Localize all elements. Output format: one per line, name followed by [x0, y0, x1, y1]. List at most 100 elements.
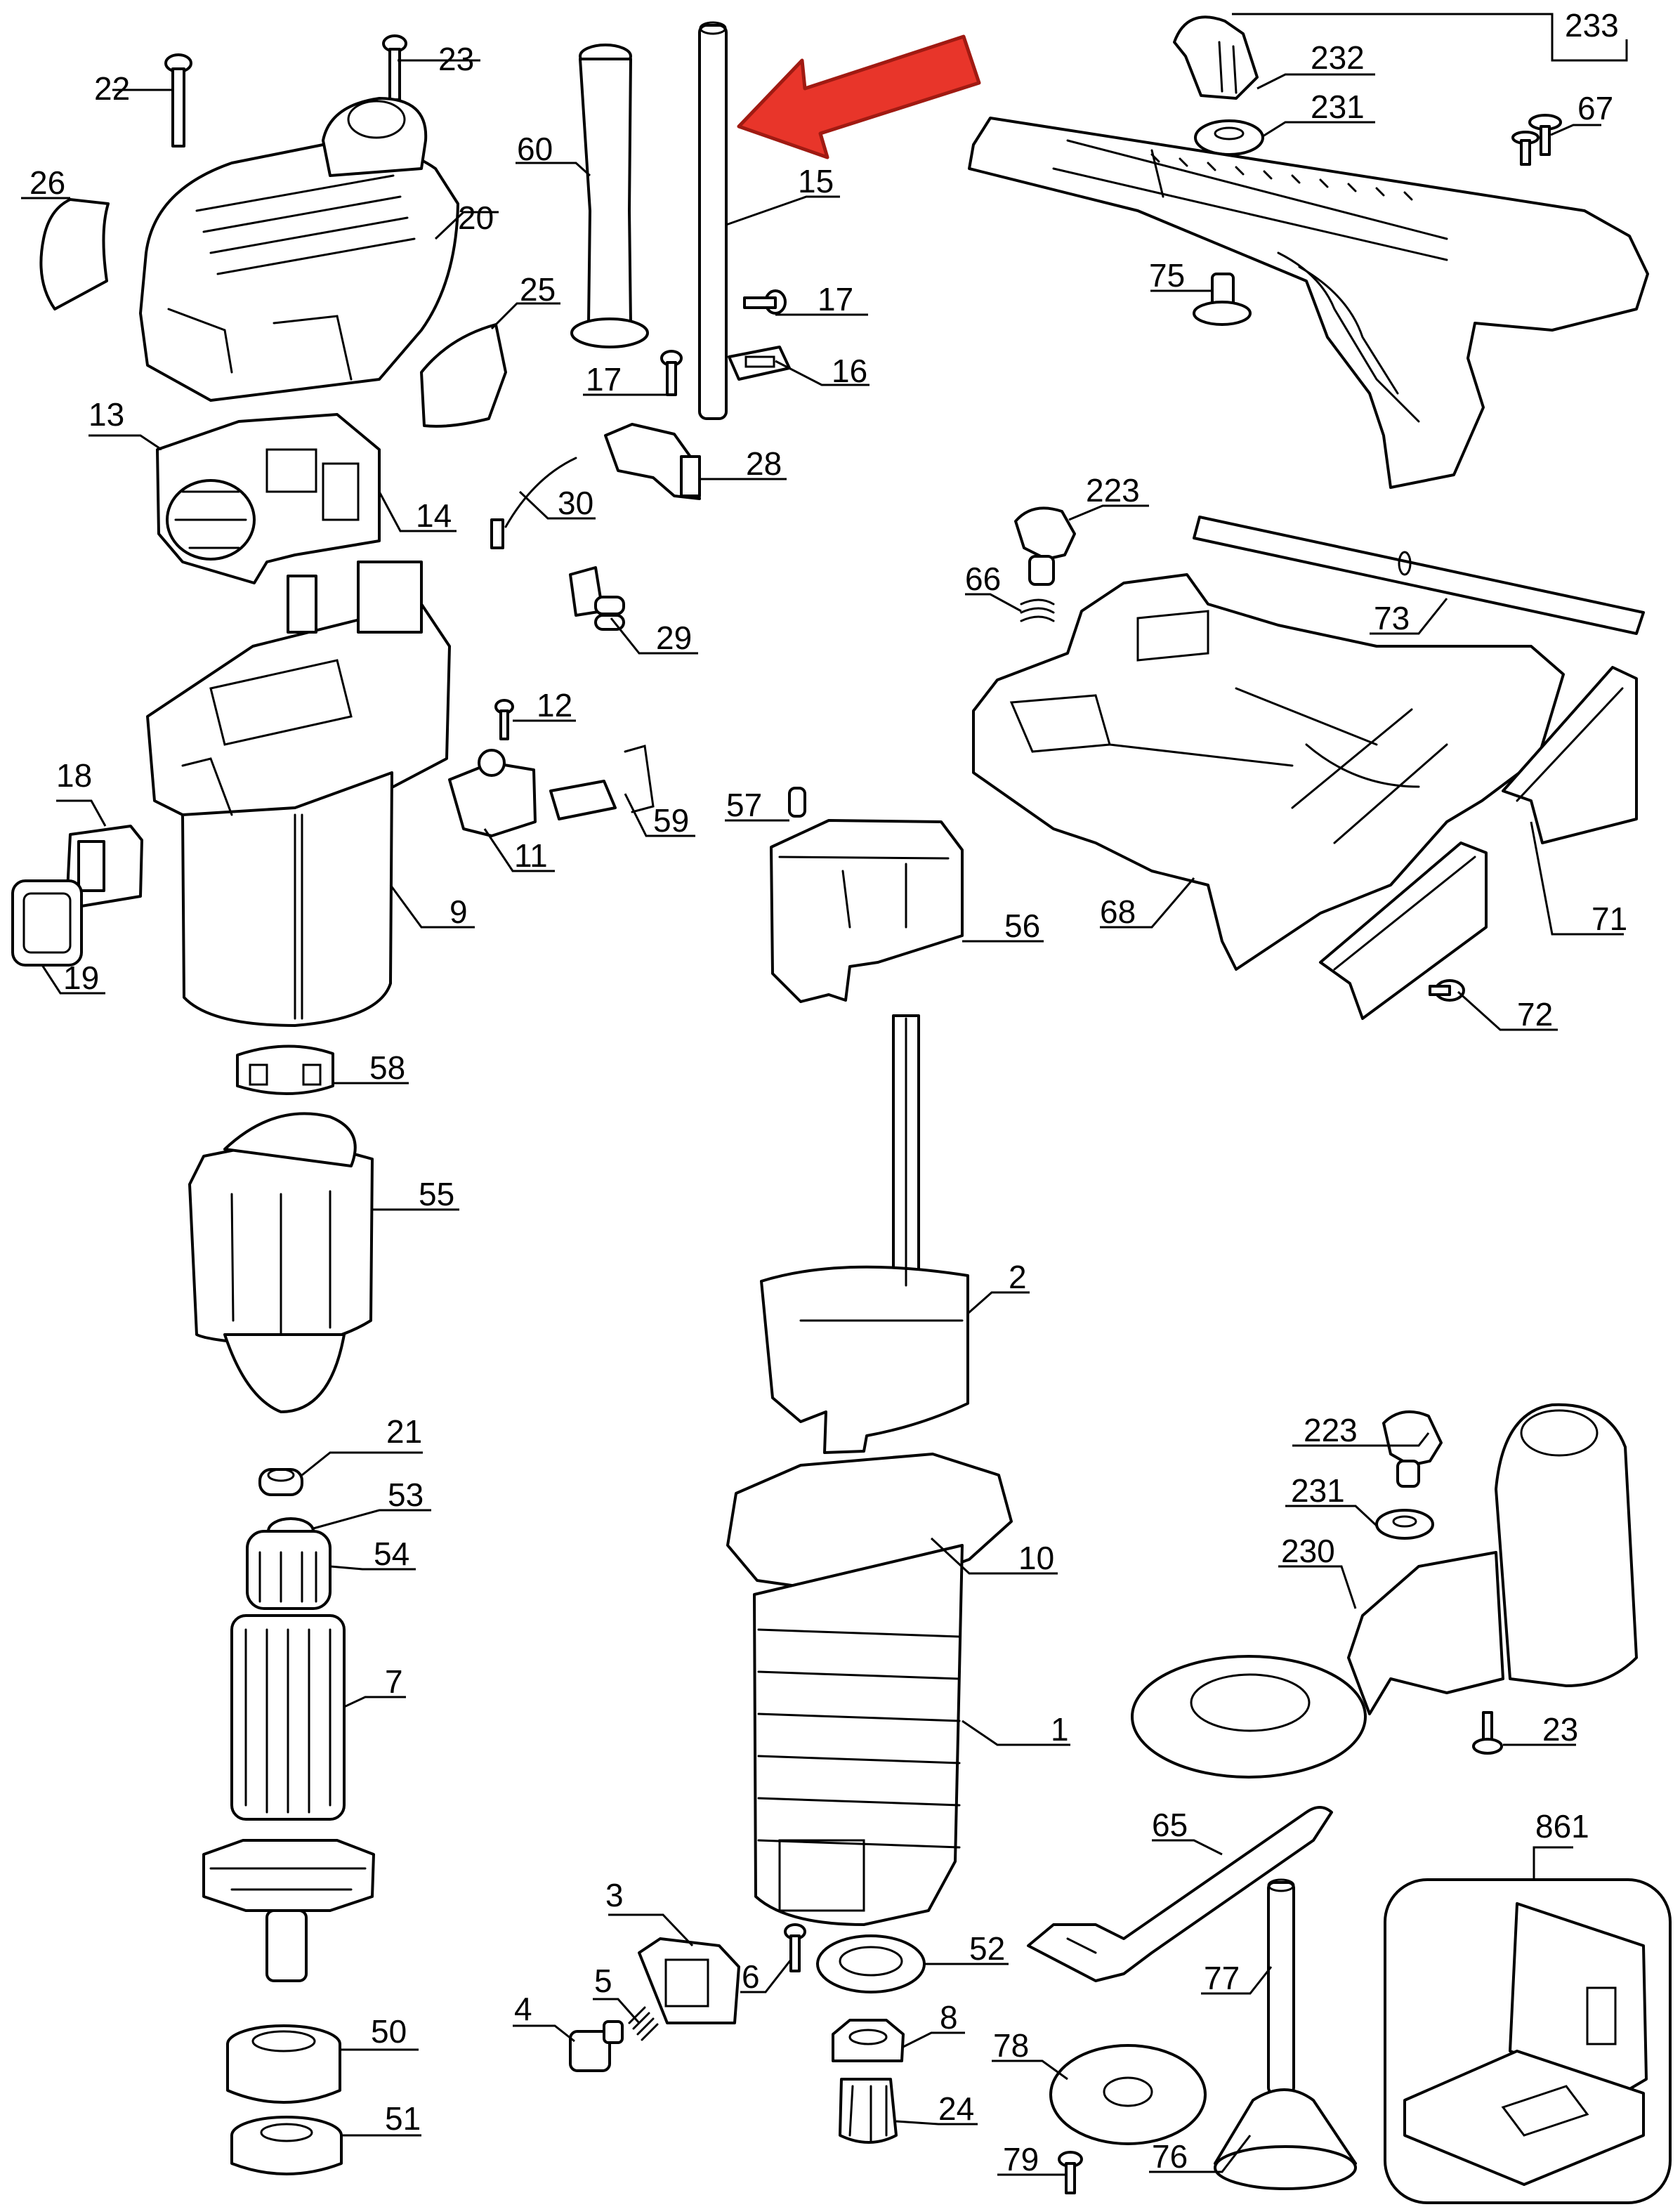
callout-232: 232: [1311, 39, 1365, 76]
part-25-label: [420, 323, 507, 428]
part-231-washer-a: [1194, 119, 1264, 156]
part-54-commutator: [246, 1530, 332, 1610]
callout-16: 16: [832, 353, 867, 389]
part-24-collet: [839, 2078, 898, 2144]
part-71-rails: [1319, 666, 1638, 1020]
callout-78: 78: [993, 2027, 1029, 2064]
part-73-rod: [1193, 516, 1645, 635]
part-12-screw: [494, 699, 514, 740]
part-861-case: [1403, 1902, 1648, 2186]
part-68-base-plate: [972, 573, 1565, 971]
callout-861: 861: [1535, 1808, 1589, 1845]
callout-28: 28: [746, 445, 782, 482]
part-230-circle-guide: [1131, 1403, 1638, 1779]
callout-18: 18: [56, 757, 92, 794]
part-60-tube: [570, 44, 649, 348]
callout-6: 6: [742, 1958, 760, 1995]
part-17-screw-b: [660, 350, 683, 396]
callout-26: 26: [29, 164, 65, 201]
part-66-spring: [1020, 598, 1055, 622]
part-77-centering-pin: [1267, 1878, 1295, 2095]
callout-10: 10: [1018, 1540, 1054, 1576]
callout-75: 75: [1149, 257, 1185, 294]
part-26-label: [39, 198, 110, 310]
callout-53: 53: [388, 1476, 424, 1513]
callout-4: 4: [514, 1991, 532, 2027]
part-13-14-electronics: [156, 413, 381, 584]
part-19-switch-cover: [11, 879, 83, 967]
callout-9: 9: [449, 893, 468, 930]
part-20-motor-cover: [139, 97, 459, 402]
callout-12: 12: [537, 687, 572, 723]
callout-233: 233: [1565, 7, 1619, 44]
part-29-plug: [569, 566, 625, 631]
callout-231-a: 231: [1311, 89, 1365, 125]
callout-30: 30: [558, 485, 593, 521]
part-4-button: [569, 2020, 624, 2072]
part-23-screw: [382, 34, 407, 101]
part-17-screw-a: [743, 289, 787, 315]
callout-60: 60: [517, 131, 553, 167]
callout-56: 56: [1004, 908, 1040, 944]
part-223-knob-a: [1014, 506, 1076, 586]
callout-11: 11: [514, 837, 548, 874]
part-15-rod: [698, 21, 728, 420]
callout-76: 76: [1152, 2138, 1188, 2175]
part-21-washer: [258, 1468, 303, 1496]
part-79-screw: [1058, 2151, 1083, 2194]
callout-223-a: 223: [1086, 472, 1140, 509]
callout-23-b: 23: [1542, 1711, 1578, 1748]
part-223-knob-b: [1382, 1410, 1443, 1488]
part-30-wire: [490, 457, 577, 549]
part-6-screw: [784, 1923, 806, 1972]
part-52-collet-ring: [816, 1934, 926, 1993]
callout-73: 73: [1374, 600, 1410, 636]
leader-lines: [21, 13, 1628, 2176]
part-5-spring: [628, 2006, 659, 2041]
part-75-bolt: [1193, 273, 1252, 326]
part-9-motor-housing: [146, 561, 451, 1027]
part-231-washer-b: [1375, 1509, 1434, 1540]
callout-58: 58: [369, 1049, 405, 1086]
callout-59: 59: [653, 802, 689, 839]
part-51-bearing: [230, 2116, 343, 2175]
part-2-sleeve: [760, 1014, 969, 1454]
part-3-switch-cover: [638, 1937, 740, 2024]
callout-68: 68: [1100, 893, 1136, 930]
callout-66: 66: [965, 561, 1001, 597]
callout-72: 72: [1517, 996, 1553, 1033]
callout-223-b: 223: [1304, 1412, 1358, 1448]
callout-15: 15: [798, 163, 834, 199]
part-232-knob: [1173, 15, 1259, 100]
part-28-bracket: [604, 423, 701, 500]
callout-230: 230: [1281, 1533, 1335, 1569]
part-65-wrench: [1027, 1806, 1333, 1982]
callout-19: 19: [63, 960, 99, 996]
part-8-nut: [832, 2019, 905, 2062]
red-arrow-icon: [737, 34, 981, 159]
callout-14: 14: [416, 497, 452, 534]
callout-29: 29: [656, 620, 692, 656]
callout-1: 1: [1051, 1711, 1069, 1748]
callout-57: 57: [726, 787, 762, 823]
callout-2: 2: [1009, 1259, 1027, 1295]
part-67-screw: [1511, 114, 1562, 166]
callout-79: 79: [1003, 2141, 1039, 2177]
part-7-armature: [202, 1614, 375, 1982]
callout-labels: 22 23 26 20 25 60 15 17 17 16 28 30 13 1…: [29, 7, 1627, 2177]
part-55-stator: [188, 1112, 374, 1413]
callout-77: 77: [1204, 1960, 1240, 1996]
callout-5: 5: [594, 1963, 612, 1999]
callout-71: 71: [1592, 901, 1627, 937]
part-23-screw-b: [1472, 1711, 1503, 1755]
callout-55: 55: [419, 1176, 454, 1212]
callout-52: 52: [969, 1930, 1005, 1967]
part-59-brush: [549, 745, 655, 820]
part-72-screw: [1429, 979, 1465, 1002]
callout-231-b: 231: [1291, 1472, 1345, 1509]
part-1-base-housing: [726, 1453, 1013, 1926]
part-58-ring: [236, 1044, 334, 1095]
callout-20: 20: [458, 199, 494, 236]
part-50-bearing: [226, 2024, 341, 2104]
part-76-cone: [1214, 2088, 1357, 2190]
